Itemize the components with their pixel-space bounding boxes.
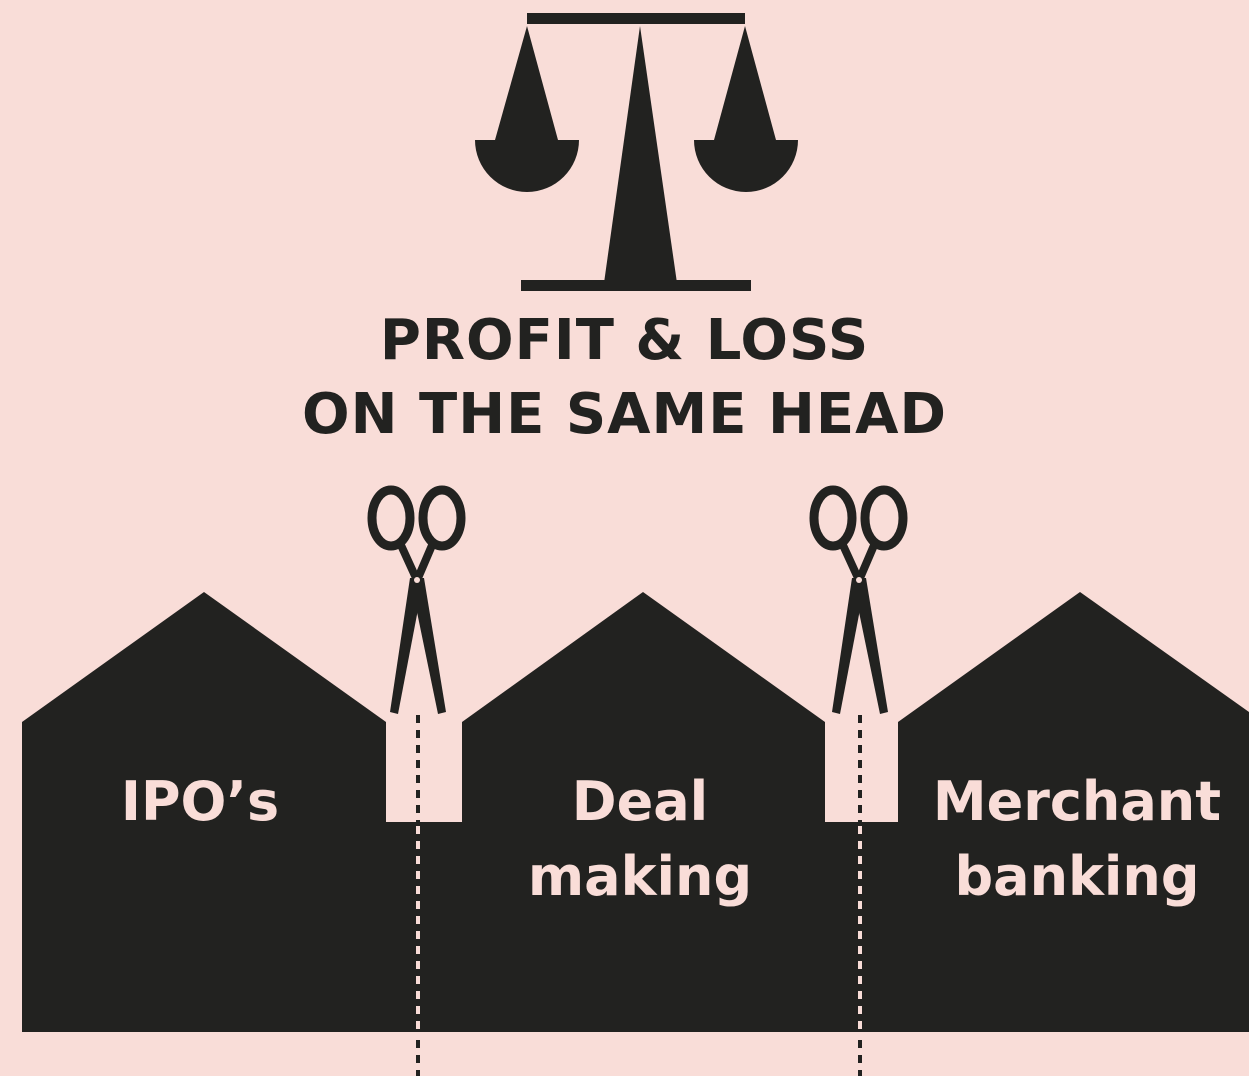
department-label-line: Deal xyxy=(571,770,709,833)
department-label-merchant-banking: Merchant banking xyxy=(905,764,1249,914)
heading-line-2: ON THE SAME HEAD xyxy=(302,382,947,447)
scissors-icon xyxy=(809,485,908,714)
department-label-ipos: IPO’s xyxy=(40,764,360,839)
building-ipos xyxy=(22,592,386,1032)
balance-scale-icon xyxy=(475,13,798,291)
department-label-line: banking xyxy=(954,845,1200,908)
connector-left xyxy=(384,822,464,1032)
department-label-line: IPO’s xyxy=(120,770,280,833)
building-merchant-banking xyxy=(898,592,1249,1032)
department-label-deal-making: Deal making xyxy=(470,764,810,914)
cut-lines xyxy=(416,715,862,822)
department-buildings xyxy=(22,592,1249,1032)
heading-line-1: PROFIT & LOSS xyxy=(379,308,870,373)
building-deal-making xyxy=(462,592,825,1032)
connector-right xyxy=(823,822,900,1032)
department-label-line: making xyxy=(527,845,753,908)
department-label-line: Merchant xyxy=(932,770,1222,833)
scissors-icon xyxy=(367,485,466,714)
